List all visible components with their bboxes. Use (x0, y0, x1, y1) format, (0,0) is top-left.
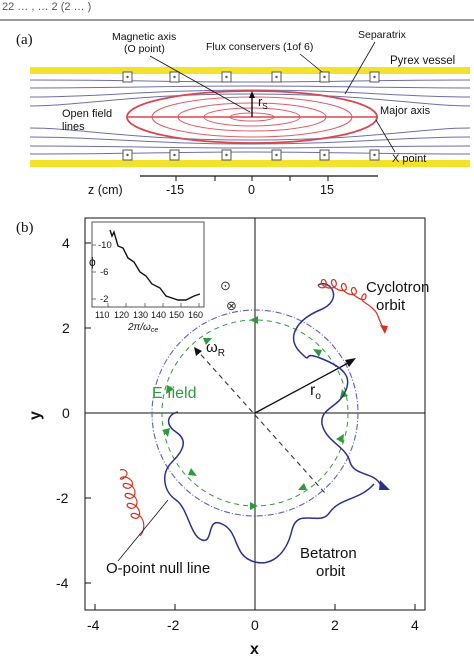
page-header-fragment: 22 … , … 2 (2 … ) (2, 1, 91, 13)
cyclotron-orbit-upper (317, 278, 385, 331)
flux-conservers-label: Flux conservers (1of 6) (206, 41, 313, 53)
panel-b: (b) -4 -2 0 2 4 x 4 2 0 -2 -4 y (16, 217, 429, 658)
x-tick-label-minus-2: -2 (167, 617, 180, 633)
x-axis-label: x (250, 641, 259, 658)
separatrix-label: Separatrix (358, 29, 407, 41)
omega-r-label: ωR (206, 339, 225, 359)
cyclotron-orbit-lower (119, 469, 145, 537)
out-of-page-symbol: ⊙ (220, 278, 231, 293)
magnetic-axis-sublabel: (O point) (124, 43, 165, 55)
cyclotron-orbit-sublabel: orbit (376, 297, 406, 314)
x-tick-label-4: 4 (411, 617, 419, 633)
y-tick-label-4: 4 (62, 235, 70, 251)
inset-plot: -10 -6 -2 ϕ 110 120 130 140 160 150 2π/ω… (89, 221, 205, 334)
inset-y-label: ϕ (89, 255, 96, 269)
inset-x-tick-150: 160 (188, 310, 203, 320)
inset-x-label: 2π/ωce (127, 322, 158, 334)
betatron-orbit (164, 282, 388, 564)
inset-x-tick-120: 120 (114, 310, 129, 320)
omega-r-arrow-head (194, 347, 202, 356)
x-tick-label-0: 0 (251, 617, 259, 633)
major-axis-label: Major axis (380, 105, 431, 117)
magnetic-axis-label: Magnetic axis (112, 31, 176, 43)
y-axis-ticks (85, 242, 91, 584)
inset-x-tick-110: 110 (95, 310, 109, 320)
inset-frame (91, 221, 205, 308)
betatron-orbit-label: Betatron (300, 545, 357, 562)
y-tick-label-minus-2: -2 (56, 490, 69, 506)
ro-arrow (254, 361, 351, 414)
x-point-label: X point (392, 153, 426, 165)
inset-ticks (92, 244, 200, 307)
ro-label: ro (310, 382, 321, 402)
x-tick-label-minus-4: -4 (87, 617, 100, 633)
z-tick-15: 15 (320, 183, 334, 197)
inset-y-tick-minus-2: -2 (100, 294, 108, 305)
o-point-null-line (151, 309, 359, 517)
rs-arrow-head (249, 91, 255, 98)
inset-phi-curve (109, 229, 201, 301)
dashed-diameter (194, 347, 326, 494)
open-field-lines (29, 79, 471, 155)
into-page-symbol: ⊗ (226, 298, 237, 313)
y-axis-label: y (27, 411, 44, 420)
cyclotron-arrow-head (380, 325, 388, 334)
ro-arrow-head (345, 358, 356, 367)
z-axis-ticks (175, 176, 329, 181)
pyrex-vessel-bottom-wall (30, 160, 470, 167)
y-tick-label-2: 2 (62, 320, 70, 336)
x-point-leader (375, 119, 396, 153)
y-tick-label-0: 0 (62, 405, 70, 421)
o-point-null-line-label: O-point null line (106, 560, 210, 577)
pyrex-vessel-label: Pyrex vessel (390, 55, 455, 67)
panel-b-label: (b) (16, 220, 34, 236)
inset-y-tick-minus-10: -10 (98, 240, 112, 251)
inset-x-tick-140: 140 (151, 310, 166, 320)
null-line-leader (117, 499, 169, 562)
open-field-lines-sublabel: lines (62, 121, 85, 133)
panel-a-label: (a) (16, 32, 33, 48)
panel-a: (a) (16, 29, 471, 197)
flux-conserver-dots (126, 75, 376, 157)
flux-conservers-leader (299, 53, 323, 73)
pyrex-vessel-top-wall (30, 67, 470, 74)
x-axis-ticks (94, 604, 416, 610)
inset-x-tick-130: 130 (133, 310, 148, 320)
e-field-label: E field (152, 385, 196, 402)
z-tick-minus-15: -15 (166, 183, 184, 197)
open-field-lines-label: Open field (62, 108, 112, 120)
z-axis-label: z (cm) (88, 183, 123, 197)
inset-x-tick-160: 150 (169, 310, 184, 320)
magnetic-axis-leader (149, 55, 251, 113)
separatrix-leader (344, 41, 376, 95)
inset-y-tick-minus-6: -6 (100, 267, 108, 278)
betatron-arrow-head (379, 480, 390, 490)
z-tick-0: 0 (248, 183, 255, 197)
betatron-orbit-sublabel: orbit (316, 563, 346, 580)
cyclotron-orbit-label: Cyclotron (366, 279, 429, 296)
x-tick-label-2: 2 (331, 617, 339, 633)
rs-label: rS (258, 94, 268, 111)
y-tick-label-minus-4: -4 (56, 575, 69, 591)
